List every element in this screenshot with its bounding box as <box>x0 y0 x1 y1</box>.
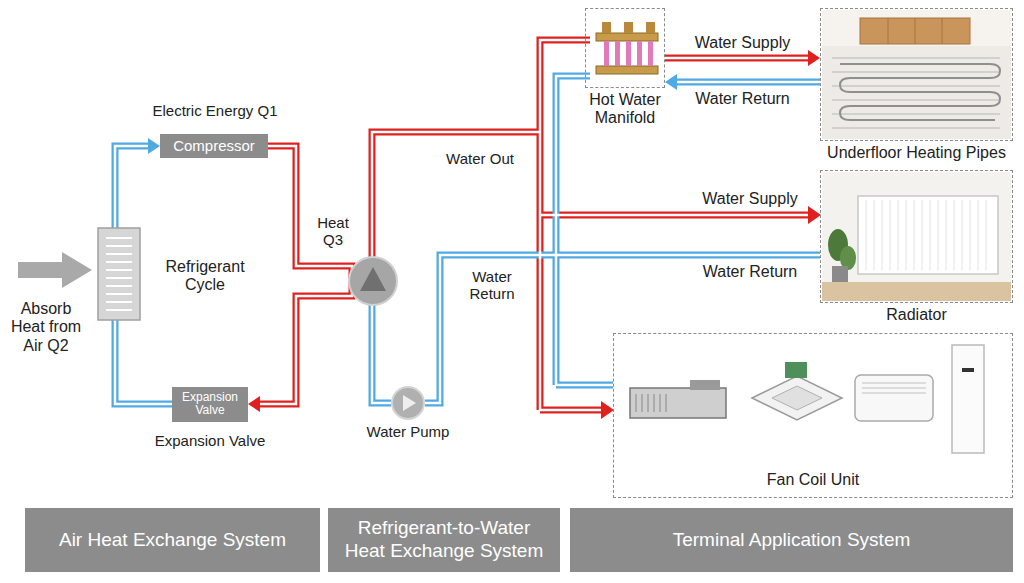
fan-coil-illustrations <box>630 345 984 453</box>
fan-coil-frame: Fan Coil Unit <box>613 333 1013 498</box>
pipe-outer <box>258 146 352 404</box>
air-heat-arrow <box>18 252 92 288</box>
water-pump: Water Pump <box>350 386 466 440</box>
system-band: Air Heat Exchange System <box>25 508 320 572</box>
diagram-label: Water Return <box>690 263 810 281</box>
heat-exchanger <box>349 257 397 305</box>
pipe-label: Water Return <box>683 90 803 108</box>
diagram-label: Refrigerant Cycle <box>150 258 260 295</box>
node-text: Hot Water Manifold <box>585 91 665 128</box>
pipe-core <box>665 57 810 60</box>
pipe-core <box>675 81 820 84</box>
arrow-head <box>808 50 820 66</box>
node-text: Refrigerant-to-Water Heat Exchange Syste… <box>338 517 550 563</box>
node-text: Terminal Application System <box>673 529 911 552</box>
underfloor-illustration <box>822 10 1011 139</box>
node-text: Expansion Valve <box>178 391 242 416</box>
dashed-frame: Fan Coil Unit <box>613 333 1013 498</box>
node-text: Compressor <box>173 137 255 154</box>
underfloor-frame: Underfloor Heating Pipes <box>820 8 1013 162</box>
radiator-illustration <box>822 172 1011 301</box>
diagram-label: Absorb Heat from Air Q2 <box>3 300 89 355</box>
pipe-connector <box>248 146 352 412</box>
diagram-label: Expansion Valve <box>135 432 285 449</box>
manifold-frame: Hot Water Manifold <box>585 8 665 128</box>
dashed-frame <box>820 8 1013 141</box>
evaporator-coil <box>98 228 140 320</box>
node-text: Fan Coil Unit <box>614 471 1012 489</box>
pump-body <box>391 386 425 420</box>
radiator-frame: Radiator <box>820 170 1013 324</box>
diagram-label: Electric Energy Q1 <box>130 102 300 119</box>
arrow-head <box>148 138 160 154</box>
pipe-core <box>258 146 352 404</box>
expansion-valve-box: Expansion Valve <box>172 387 248 422</box>
water-pipes <box>372 40 820 410</box>
arrow-head <box>248 396 260 412</box>
pipe-connector <box>665 74 820 90</box>
diagram-label: Water Supply <box>690 190 810 208</box>
pipe-outer <box>675 79 820 86</box>
pipe-label: Water Supply <box>683 34 803 52</box>
node-text: Water Pump <box>350 423 466 440</box>
diagram-label: Heat Q3 <box>313 214 353 249</box>
diagram-label: Water Out <box>435 150 525 167</box>
system-band: Refrigerant-to-Water Heat Exchange Syste… <box>328 508 560 572</box>
node-text: Underfloor Heating Pipes <box>820 144 1013 162</box>
node-text: Radiator <box>820 306 1013 324</box>
system-band: Terminal Application System <box>570 508 1013 572</box>
pump-triangle <box>403 395 416 411</box>
pipe-outer <box>665 55 810 62</box>
dashed-frame <box>585 8 665 88</box>
pipe-connector <box>665 50 820 66</box>
arrow-head <box>665 74 677 90</box>
pump-circle <box>392 387 424 419</box>
diagram-label: Water Return <box>457 268 527 303</box>
dashed-frame <box>820 170 1013 303</box>
compressor-box: Compressor <box>160 134 268 158</box>
node-text: Air Heat Exchange System <box>59 529 286 552</box>
manifold-illustration <box>596 22 658 74</box>
pump-symbol <box>391 386 425 420</box>
